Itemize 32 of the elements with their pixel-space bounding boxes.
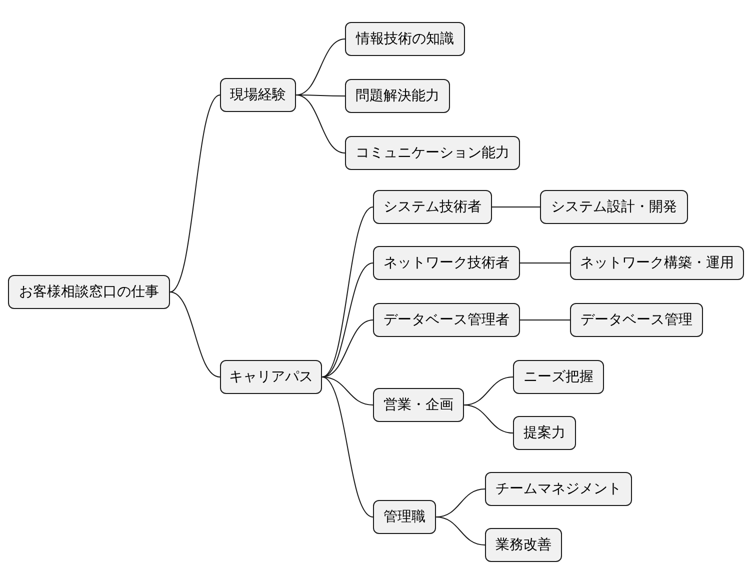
- topic-box: データベース管理: [570, 303, 703, 337]
- topic-box: ニーズ把握: [513, 360, 604, 394]
- topic-box: システム技術者: [373, 190, 492, 224]
- topic-box: キャリアパス: [220, 360, 322, 394]
- connector-line: [436, 516, 486, 546]
- topic-box: 管理職: [373, 500, 436, 534]
- topic-box: 問題解決能力: [345, 79, 450, 113]
- topic-box: 業務改善: [485, 528, 562, 562]
- topic-box: コミュニケーション能力: [345, 136, 520, 170]
- connector-line: [322, 206, 374, 378]
- topic-box: データベース管理者: [373, 303, 520, 337]
- connector-line: [520, 262, 570, 264]
- topic-box: システム設計・開発: [540, 190, 688, 224]
- connector-line: [296, 94, 346, 96]
- topic-box: 現場経験: [220, 78, 296, 112]
- topic-box: ネットワーク技術者: [373, 246, 520, 280]
- topic-box: お客様相談窓口の仕事: [8, 275, 170, 309]
- topic-box: ネットワーク構築・運用: [570, 246, 744, 280]
- connector-line: [492, 206, 540, 208]
- topic-box: チームマネジメント: [485, 472, 632, 506]
- connector-line: [170, 94, 220, 292]
- connector-line: [322, 320, 374, 378]
- connector-line: [322, 376, 374, 518]
- connector-line: [296, 38, 346, 96]
- connector-line: [296, 94, 346, 154]
- connector-line: [322, 262, 374, 378]
- topic-box: 営業・企画: [373, 388, 464, 422]
- connector-line: [170, 292, 220, 378]
- topic-box: 提案力: [513, 416, 576, 450]
- connector-line: [464, 404, 514, 434]
- connector-line: [322, 376, 374, 406]
- topic-box: 情報技術の知識: [345, 22, 465, 56]
